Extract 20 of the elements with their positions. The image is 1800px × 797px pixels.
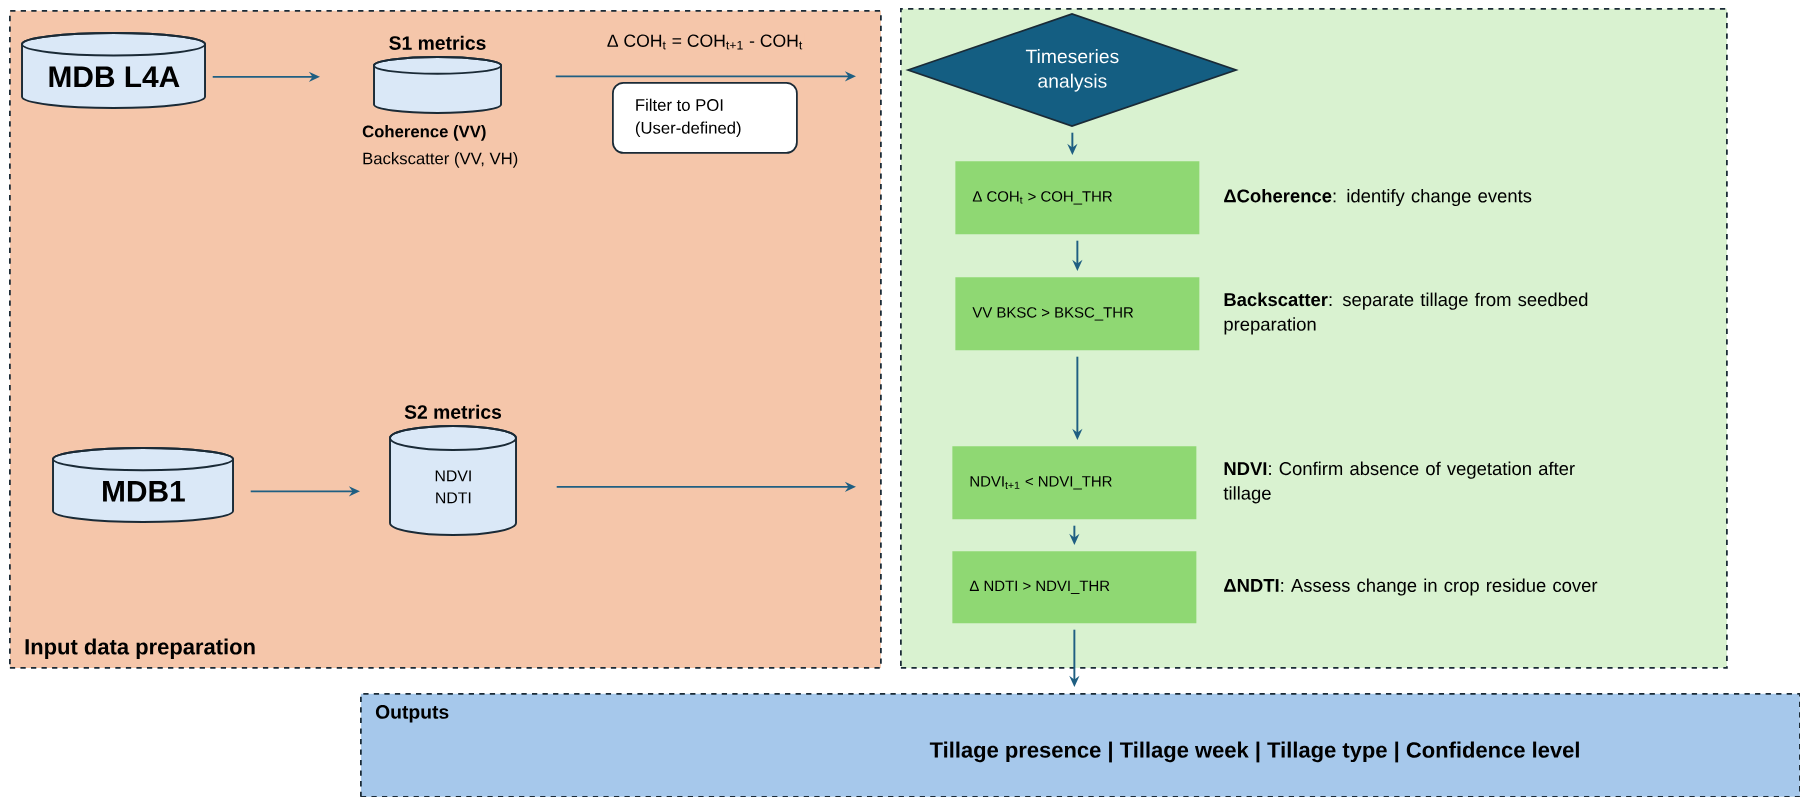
condition-box: Δ COH$_{t}$ > COH_THR <box>955 161 1200 235</box>
panel-title: Input data preparation <box>25 638 255 659</box>
note-box: Filter to POI (User-defined) <box>612 82 798 154</box>
cylinder-title: S1 metrics <box>389 35 486 50</box>
condition-box: Δ NDTI > NDVI_THR <box>952 551 1197 624</box>
metric-label: Coherence (VV) <box>362 125 486 141</box>
database-cylinder: NDVI NDTI <box>389 425 517 536</box>
description-text: ΔCoherence: identify change events <box>1224 188 1532 207</box>
cylinder-title: S2 metrics <box>404 404 502 419</box>
condition-box: VV BKSC > BKSC_THR <box>955 277 1200 351</box>
description-text: Backscatter: separate tillage from seedbed preparation <box>1224 292 1588 335</box>
panel-title: Outputs <box>375 705 449 723</box>
output-list: Tillage presence | Tillage week | Tillage type | Confidence level <box>929 741 1579 763</box>
description-text: ΔNDTI: Assess change in crop residue cover <box>1224 578 1598 596</box>
condition-box: NDVI$_{t+1}$ < NDVI_THR <box>952 446 1197 520</box>
metric-label: Backscatter (VV, VH) <box>363 152 518 168</box>
description-text: NDVI: Confirm absence of vegetation after tillage <box>1223 461 1575 504</box>
database-cylinder: MDB L4A <box>21 32 206 109</box>
edge-label: Δ COH$_{t}$ = COH$_{t+1}$ - COH$_{t}$ <box>607 34 803 50</box>
database-cylinder: MDB1 <box>52 447 234 523</box>
